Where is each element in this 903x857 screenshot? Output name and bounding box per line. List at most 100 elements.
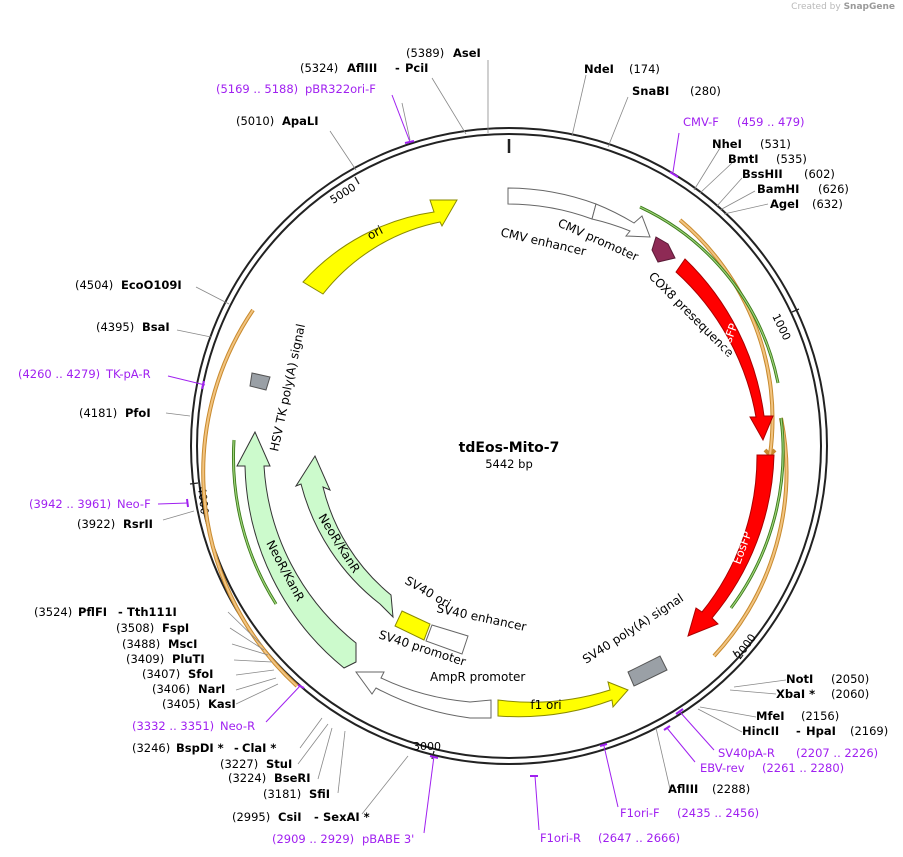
svg-text:-: - (314, 810, 319, 824)
primer-range-pbr322: (5169 .. 5188) (216, 82, 298, 96)
feature-neo-outer[interactable] (236, 430, 357, 669)
label-neo-inner: NeoR/KanR (315, 511, 362, 575)
feature-f1-ori[interactable] (497, 681, 629, 718)
snapgene-credit: Created by SnapGene (791, 2, 895, 12)
primer-range-f1orif: (2435 .. 2456) (677, 806, 759, 820)
feature-cmv-enhancer[interactable] (507, 187, 597, 220)
site-pos-bseri: (3224) (228, 771, 266, 785)
primer-range-pbabe: (2909 .. 2929) (272, 832, 354, 846)
site-pos-bsshii: (602) (804, 167, 835, 181)
site-pos-pfoi: (4181) (79, 406, 117, 420)
feature-eosfp-2[interactable] (687, 454, 775, 637)
primer-range-neor: (3332 .. 3351) (132, 719, 214, 733)
site-name-pfoi: PfoI (125, 406, 151, 420)
site-name-bseri: BseRI (274, 771, 311, 785)
label-hsv-tk-polya: HSV TK poly(A) signal (267, 323, 308, 453)
label-f1-ori: f1 ori (530, 698, 561, 712)
feature-neo-inner[interactable] (294, 454, 394, 619)
primer-range-tkpar: (4260 .. 4279) (18, 367, 100, 381)
primer-labels: (5169 .. 5188) pBR322ori-F CMV-F (459 ..… (18, 82, 878, 846)
feature-eosfp-1[interactable] (675, 258, 774, 442)
svg-text:-: - (118, 605, 123, 619)
site-name-pflfi: PflFI (78, 605, 107, 619)
site-pos-pcii: (5324) (300, 61, 338, 75)
svg-text:-: - (796, 724, 801, 738)
tick-label-5000: 5000 (328, 181, 359, 207)
primer-range-f1orir: (2647 .. 2666) (598, 831, 680, 845)
site-name-nhei: NheI (712, 137, 742, 151)
site-name-rsrii: RsrII (123, 517, 153, 531)
site-name-apali: ApaLI (282, 114, 319, 128)
tick-label-1000: 1000 (769, 312, 793, 343)
primer-range-neof: (3942 .. 3961) (29, 497, 111, 511)
site-name-sfoi: SfoI (188, 667, 213, 681)
site-pos-bmti: (535) (776, 152, 807, 166)
site-pos-bamhi: (626) (818, 182, 849, 196)
primer-leaders (157, 94, 715, 834)
primer-marks (186, 140, 684, 777)
site-pos-pflfi: (3524) (34, 605, 72, 619)
label-sv40-ori: SV40 ori (403, 573, 454, 610)
primer-name-f1orif: F1ori-F (620, 806, 660, 820)
feature-hsv-tk-polya[interactable] (249, 372, 271, 391)
site-pos-xbai: (2060) (831, 687, 869, 701)
site-name-pcii: PciI (405, 61, 428, 75)
site-pos-sfii: (3181) (263, 787, 301, 801)
svg-text:-: - (395, 61, 400, 75)
feature-sv40-ori[interactable] (394, 610, 431, 641)
label-ampr-promoter: AmpR promoter (430, 670, 525, 684)
backbone-outer (190, 127, 828, 765)
site-pos-ecoO109i: (4504) (75, 278, 113, 292)
site-name-aflIII: AflIII (347, 61, 377, 75)
plasmid-name: tdEos-Mito-7 (459, 440, 560, 456)
site-pos-msci: (3488) (122, 637, 160, 651)
site-pos-stui: (3227) (220, 757, 258, 771)
site-pos-hpai: (2169) (850, 724, 888, 738)
site-pos-noti: (2050) (831, 672, 869, 686)
site-name-mfei: MfeI (756, 709, 785, 723)
site-pos-snabi: (280) (690, 84, 721, 98)
site-name-sexai: SexAI * (323, 810, 370, 824)
feature-sv40-polya[interactable] (627, 655, 668, 687)
primer-name-sv40par: SV40pA-R (718, 746, 775, 760)
site-pos-nhei: (531) (760, 137, 791, 151)
site-name-kasi: KasI (208, 697, 236, 711)
site-name-agei: AgeI (770, 197, 799, 211)
site-name-sfii: SfiI (309, 787, 330, 801)
leader-lines (162, 60, 787, 815)
site-name-nari: NarI (198, 682, 225, 696)
site-name-aflIII-2: AflIII (668, 782, 698, 796)
site-name-csii: CsiI (278, 810, 302, 824)
site-pos-pluti: (3409) (126, 652, 164, 666)
site-name-asei: AseI (453, 46, 481, 60)
site-name-xbai: XbaI * (776, 687, 815, 701)
site-pos-agei: (632) (812, 197, 843, 211)
feature-sv40-enhancer[interactable] (425, 624, 469, 655)
feature-ampr-promoter[interactable] (355, 671, 492, 719)
primer-name-neor: Neo-R (220, 719, 255, 733)
label-sv40-polya: SV40 poly(A) signal (580, 591, 686, 667)
primer-name-pbabe: pBABE 3' (362, 832, 414, 846)
site-name-fspi: FspI (162, 621, 189, 635)
svg-text:-: - (234, 741, 239, 755)
primer-range-cmvf: (459 .. 479) (737, 115, 805, 129)
site-pos-rsrii: (3922) (77, 517, 115, 531)
site-name-bspdi: BspDI * (176, 741, 224, 755)
site-labels-left: (5389) AseI (5324) AflIII - PciI (5010) … (34, 46, 481, 824)
site-pos-nari: (3406) (152, 682, 190, 696)
site-pos-sfoi: (3407) (142, 667, 180, 681)
feature-ori[interactable] (302, 199, 458, 295)
site-pos-bsai: (4395) (96, 320, 134, 334)
site-name-pluti: PluTI (172, 652, 205, 666)
primer-name-neof: Neo-F (117, 497, 151, 511)
label-sv40-enhancer: SV40 enhancer (435, 601, 527, 634)
primer-name-tkpar: TK-pA-R (105, 367, 151, 381)
tick-label-3000: 3000 (413, 740, 441, 753)
primer-name-cmvf: CMV-F (683, 115, 719, 129)
site-name-noti: NotI (786, 672, 813, 686)
feature-cox8[interactable] (651, 236, 676, 263)
site-pos-bspdi: (3246) (132, 741, 170, 755)
site-name-hpai: HpaI (806, 724, 836, 738)
feature-cmv-promoter[interactable] (591, 203, 651, 238)
